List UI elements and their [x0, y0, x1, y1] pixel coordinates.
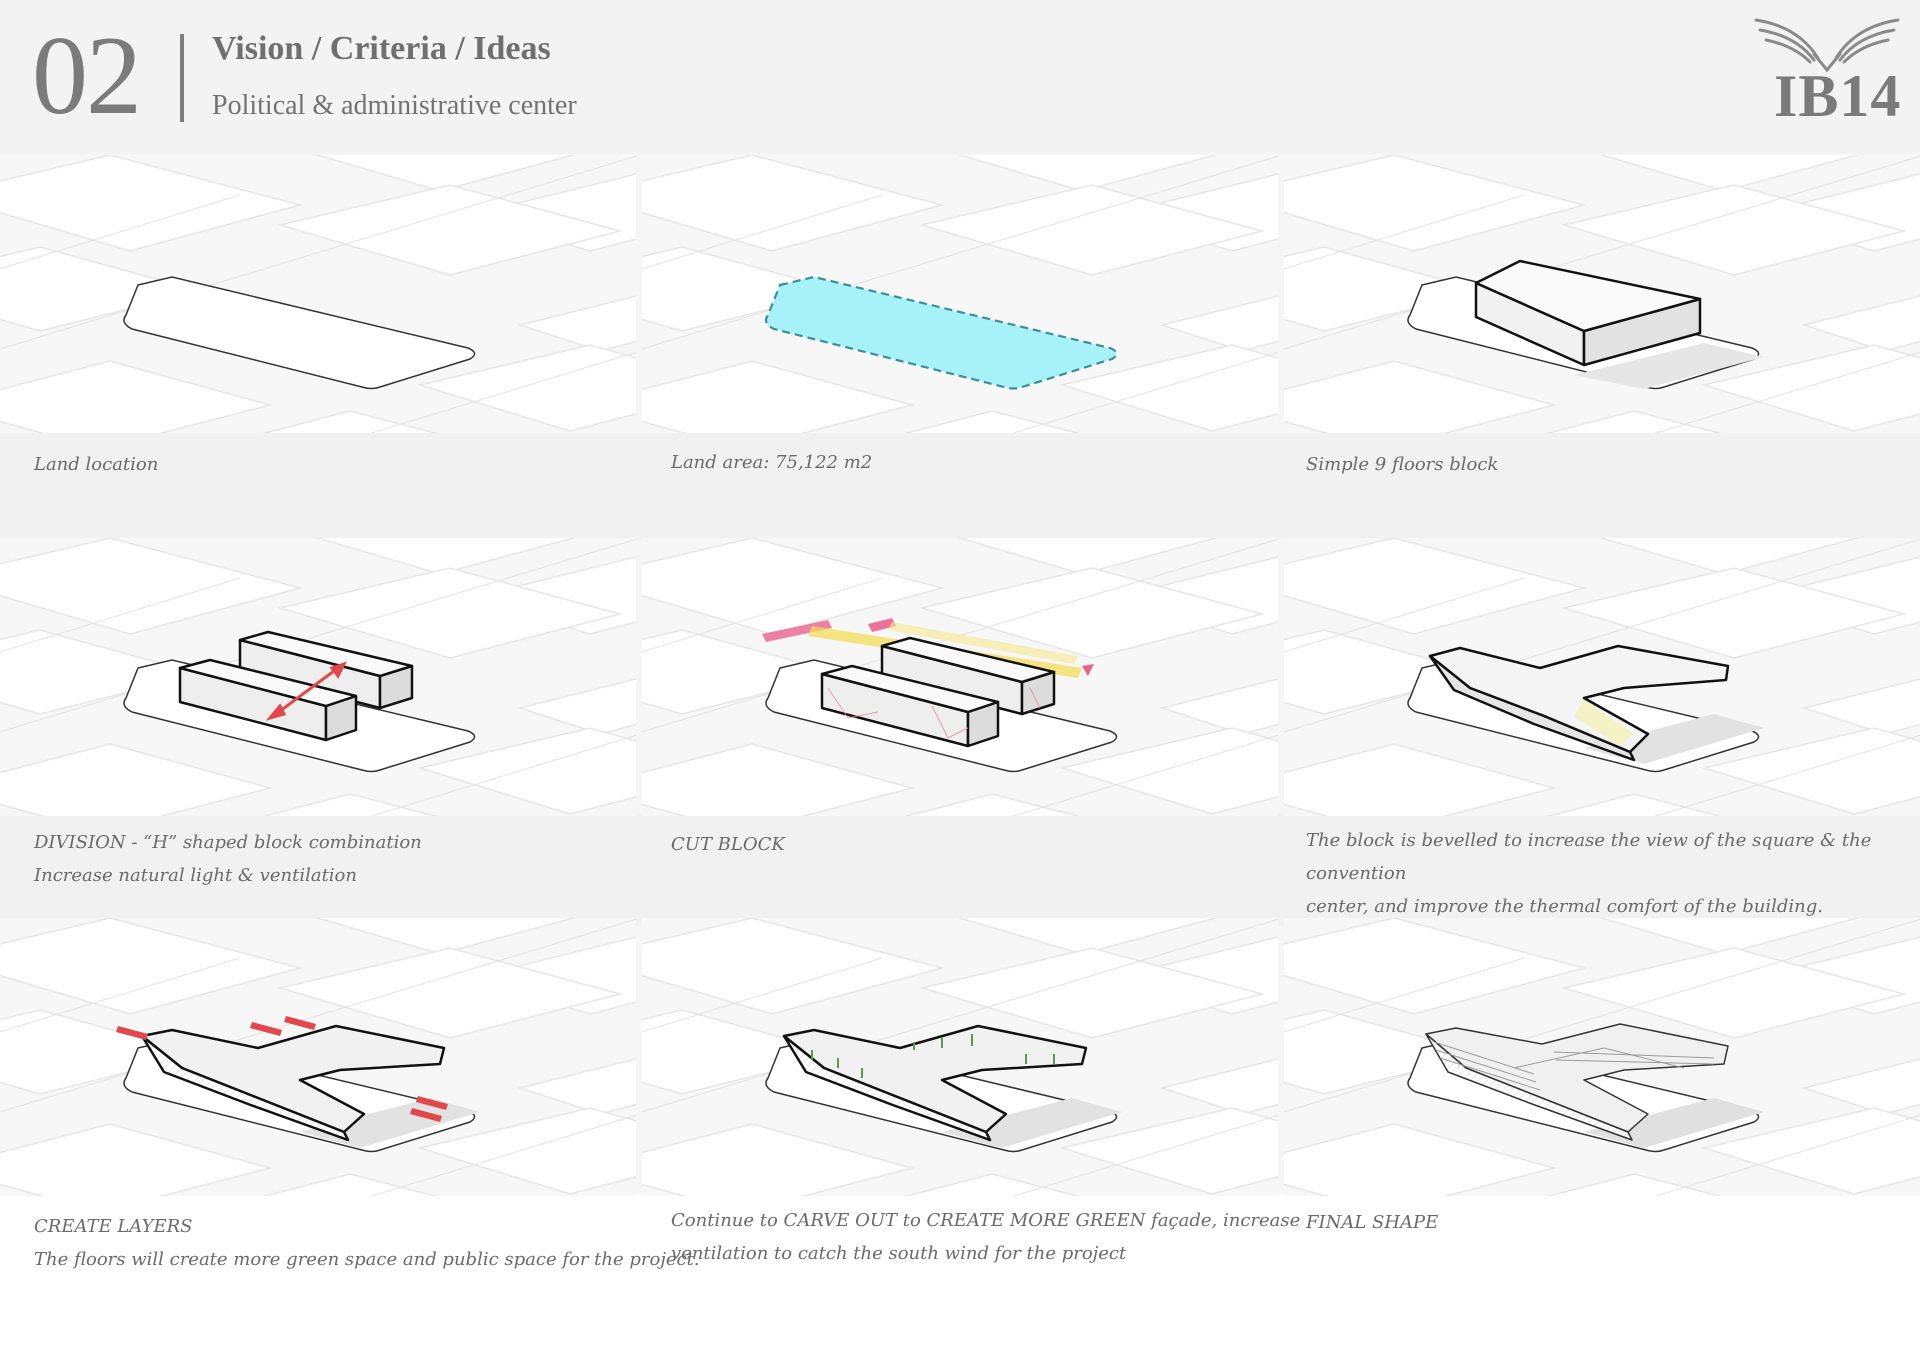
step-panel-8: [642, 918, 1278, 1196]
caption-band-row-1: [0, 433, 1920, 539]
step-label: Land location: [34, 454, 159, 475]
step-label: CUT BLOCK: [671, 834, 785, 855]
step-caption-3: Simple 9 floors block: [1306, 448, 1498, 481]
header-divider: [180, 34, 184, 122]
simple-block: [1474, 259, 1702, 367]
step-panel-3: [1284, 155, 1920, 433]
green-facade: [811, 1034, 1055, 1078]
sheet-number: 02: [32, 14, 142, 138]
block-shadow: [1574, 343, 1764, 389]
step-panel-6: [1284, 538, 1920, 816]
final-building: [1425, 1023, 1729, 1141]
step-panel-7: [0, 918, 636, 1196]
carved-block: [782, 1024, 1088, 1142]
step-label: CREATE LAYERS: [34, 1216, 193, 1237]
layer-arrows: [116, 1016, 448, 1122]
logo-text: IB14: [1774, 63, 1902, 129]
cut-block: [820, 636, 1056, 748]
step-caption-4: DIVISION - “H” shaped block combination …: [34, 826, 422, 892]
layered-block: [140, 1024, 446, 1142]
step-detail: ventilation to catch the south wind for …: [671, 1243, 1127, 1264]
step-panel-5: [642, 538, 1278, 816]
h-shaped-block: [178, 630, 414, 742]
step-label: Continue to CARVE OUT to CREATE MORE GRE…: [671, 1210, 1301, 1231]
step-label: The block is bevelled to increase the vi…: [1306, 830, 1872, 884]
ventilation-arrow: [265, 661, 347, 721]
step-label: FINAL SHAPE: [1306, 1212, 1439, 1233]
step-label: DIVISION - “H” shaped block combination: [34, 832, 422, 853]
step-detail: Increase natural light & ventilation: [34, 865, 357, 886]
step-label: Land area: 75,122 m2: [671, 452, 873, 473]
wings-logo-icon: [1754, 18, 1900, 73]
step-caption-7: CREATE LAYERS The floors will create mor…: [34, 1210, 700, 1276]
step-caption-9: FINAL SHAPE: [1306, 1206, 1438, 1239]
step-panel-2: [642, 155, 1278, 433]
step-detail: center, and improve the thermal comfort …: [1306, 896, 1823, 917]
step-panel-9: [1284, 918, 1920, 1196]
step-caption-8: Continue to CARVE OUT to CREATE MORE GRE…: [671, 1204, 1300, 1270]
step-caption-5: CUT BLOCK: [671, 828, 785, 861]
caption-band-row-3: [0, 1194, 1920, 1357]
step-panel-4: [0, 538, 636, 816]
step-detail: The floors will create more green space …: [34, 1249, 700, 1270]
header: 02 Vision / Criteria / Ideas Political &…: [0, 0, 1920, 154]
step-panel-1: [0, 155, 636, 433]
page-subtitle: Political & administrative center: [212, 90, 577, 121]
step-caption-6: The block is bevelled to increase the vi…: [1306, 824, 1920, 923]
caption-band-row-2: [0, 814, 1920, 926]
page-title: Vision / Criteria / Ideas: [212, 30, 551, 67]
step-caption-1: Land location: [34, 448, 158, 481]
step-label: Simple 9 floors block: [1306, 454, 1499, 475]
step-caption-2: Land area: 75,122 m2: [671, 446, 872, 479]
bevelled-block: [1428, 644, 1730, 762]
